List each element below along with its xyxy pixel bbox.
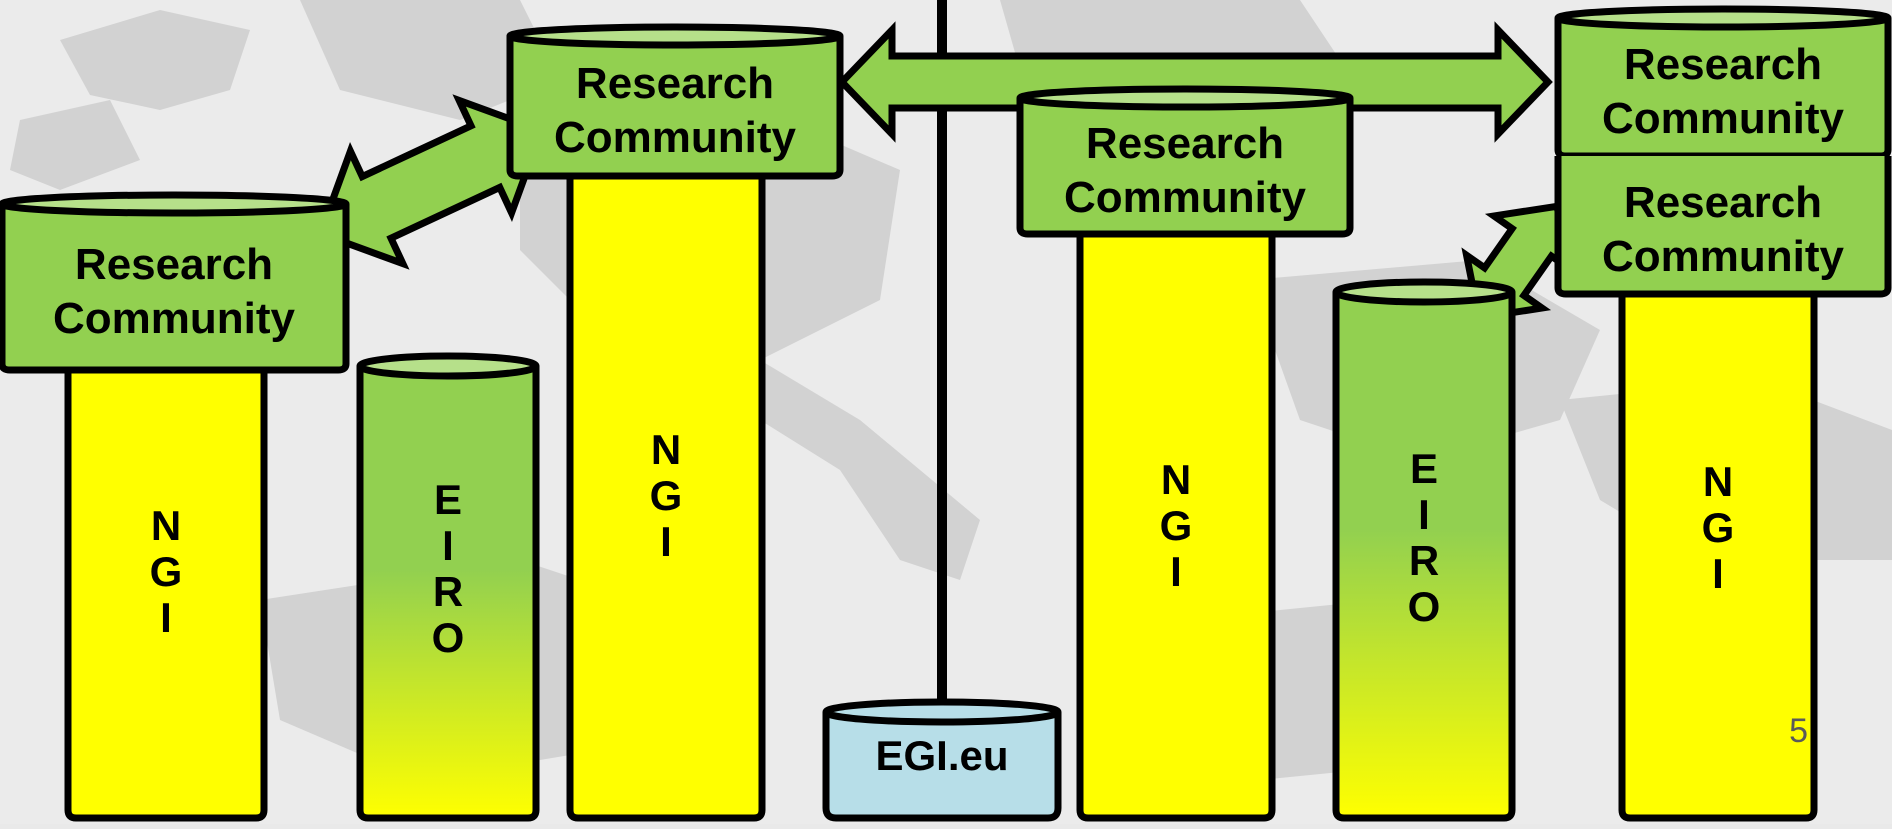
community-label-line1: Research — [1624, 178, 1822, 227]
community-label-line2: Community — [53, 294, 296, 343]
pillar-letter: R — [433, 568, 463, 615]
community-drum-body — [506, 36, 844, 180]
community-label-line1: Research — [576, 59, 774, 108]
community-label-line2: Community — [1064, 173, 1307, 222]
pillar-top — [356, 352, 540, 380]
community-label-line1: Research — [1624, 40, 1822, 89]
pillar-letter: I — [160, 594, 172, 641]
community-label-line2: Community — [1602, 94, 1845, 143]
community-drum-body — [1016, 98, 1354, 238]
pillar-letter: G — [1702, 504, 1735, 551]
pillar-letter: G — [150, 548, 183, 595]
pillar-letter: I — [660, 518, 672, 565]
pillar-letter: O — [432, 614, 465, 661]
community-label-line1: Research — [1086, 119, 1284, 168]
pillar-letter: E — [1410, 445, 1438, 492]
community-label-line2: Community — [1602, 232, 1845, 281]
egi-hub-label: EGI.eu — [875, 732, 1008, 779]
pillar-letter: G — [650, 472, 683, 519]
community-drum-top — [1016, 85, 1354, 111]
pillar-body — [1618, 290, 1818, 822]
pillar-ngi-4: NGI — [1076, 230, 1276, 822]
pillar-body — [64, 372, 268, 822]
pillar-letter: N — [1703, 458, 1733, 505]
community-drum-body — [1554, 156, 1892, 298]
community-drum-top — [506, 23, 844, 49]
pillar-body — [1076, 230, 1276, 822]
pillar-letter: O — [1408, 583, 1441, 630]
community-drum-body — [0, 204, 350, 374]
pillar-letter: I — [442, 522, 454, 569]
pillar-letter: N — [651, 426, 681, 473]
pillar-ngi-1: NGI — [64, 372, 268, 822]
pillar-letter: I — [1170, 548, 1182, 595]
pillar-letter: N — [151, 502, 181, 549]
pillar-letter: I — [1712, 550, 1724, 597]
community-label-line2: Community — [554, 113, 797, 162]
pillar-body — [356, 366, 540, 822]
community-drum-top — [1554, 5, 1892, 31]
egi-hub: EGI.eu — [822, 698, 1062, 822]
pillar-body — [1332, 292, 1516, 822]
community-drum-top — [0, 191, 350, 217]
community-label-line1: Research — [75, 240, 273, 289]
pillar-letter: N — [1161, 456, 1191, 503]
pillar-letter: G — [1160, 502, 1193, 549]
pillar-ngi-3: NGI — [566, 170, 766, 822]
pillar-letter: R — [1409, 537, 1439, 584]
pillar-body — [566, 170, 766, 822]
slide-page-number: 5 — [1789, 712, 1808, 750]
pillar-letter: I — [1418, 491, 1430, 538]
arrow-community-1-to-2 — [315, 94, 547, 270]
pillar-ngi-6: NGI — [1618, 290, 1818, 822]
pillar-top — [1332, 278, 1516, 306]
hub-vertical-line — [937, 0, 947, 712]
pillar-letter: E — [434, 476, 462, 523]
